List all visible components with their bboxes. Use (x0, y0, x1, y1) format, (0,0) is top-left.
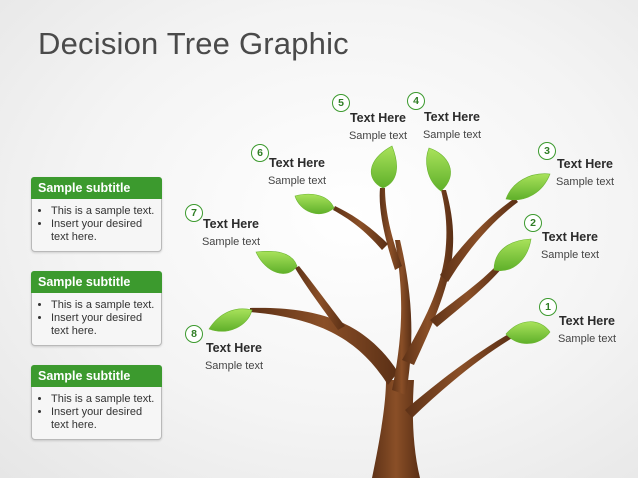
leaf-text: Sample text (267, 175, 327, 187)
leaf-2 (493, 238, 532, 271)
leaf-title: Text Here (202, 217, 260, 231)
leaf-text: Sample text (555, 176, 615, 188)
number-badge-8: 8 (185, 325, 203, 343)
leaf-label-8: Text Here Sample text (201, 341, 267, 373)
number-badge-3: 3 (538, 142, 556, 160)
leaf-label-4: Text Here Sample text (419, 110, 485, 142)
subtitle-box-3: Sample subtitle This is a sample text. I… (31, 365, 162, 440)
number-badge-4: 4 (407, 92, 425, 110)
bullet-item: This is a sample text. (51, 393, 155, 406)
bullet-item: Insert your desired text here. (51, 406, 155, 432)
leaf-title: Text Here (205, 341, 263, 355)
bullet-list: This is a sample text. Insert your desir… (32, 205, 155, 244)
leaf-label-7: Text Here Sample text (198, 217, 264, 249)
leaf-1 (505, 321, 551, 344)
subtitle-box-2: Sample subtitle This is a sample text. I… (31, 271, 162, 346)
leaf-7 (255, 251, 298, 274)
subtitle-heading: Sample subtitle (31, 177, 162, 199)
leaf-text: Sample text (422, 129, 482, 141)
leaf-5 (370, 145, 397, 189)
leaf-label-5: Text Here Sample text (345, 111, 411, 143)
subtitle-box-1: Sample subtitle This is a sample text. I… (31, 177, 162, 252)
number-badge-7: 7 (185, 204, 203, 222)
leaf-label-2: Text Here Sample text (537, 230, 603, 262)
leaf-8 (208, 308, 253, 332)
leaf-6 (294, 193, 335, 214)
leaf-title: Text Here (268, 156, 326, 170)
leaf-text: Sample text (204, 360, 264, 372)
page-title: Decision Tree Graphic (38, 26, 349, 61)
bullet-item: Insert your desired text here. (51, 218, 155, 244)
number-badge-5: 5 (332, 94, 350, 112)
leaf-title: Text Here (556, 157, 614, 171)
number-badge-1: 1 (539, 298, 557, 316)
leaf-label-1: Text Here Sample text (554, 314, 620, 346)
bullet-list: This is a sample text. Insert your desir… (32, 299, 155, 338)
leaf-text: Sample text (348, 130, 408, 142)
leaf-title: Text Here (349, 111, 407, 125)
leaf-title: Text Here (423, 110, 481, 124)
bullet-item: This is a sample text. (51, 299, 155, 312)
leaf-4 (426, 147, 451, 192)
subtitle-heading: Sample subtitle (31, 271, 162, 293)
bullet-list: This is a sample text. Insert your desir… (32, 393, 155, 432)
leaf-3 (505, 173, 551, 201)
leaf-label-3: Text Here Sample text (552, 157, 618, 189)
leaf-label-6: Text Here Sample text (264, 156, 330, 188)
leaf-title: Text Here (558, 314, 616, 328)
leaf-text: Sample text (201, 236, 261, 248)
number-badge-6: 6 (251, 144, 269, 162)
leaf-title: Text Here (541, 230, 599, 244)
bullet-item: Insert your desired text here. (51, 312, 155, 338)
subtitle-heading: Sample subtitle (31, 365, 162, 387)
leaf-text: Sample text (557, 333, 617, 345)
tree-leaves (208, 145, 551, 344)
tree-trunk (250, 188, 518, 478)
number-badge-2: 2 (524, 214, 542, 232)
leaf-text: Sample text (540, 249, 600, 261)
bullet-item: This is a sample text. (51, 205, 155, 218)
